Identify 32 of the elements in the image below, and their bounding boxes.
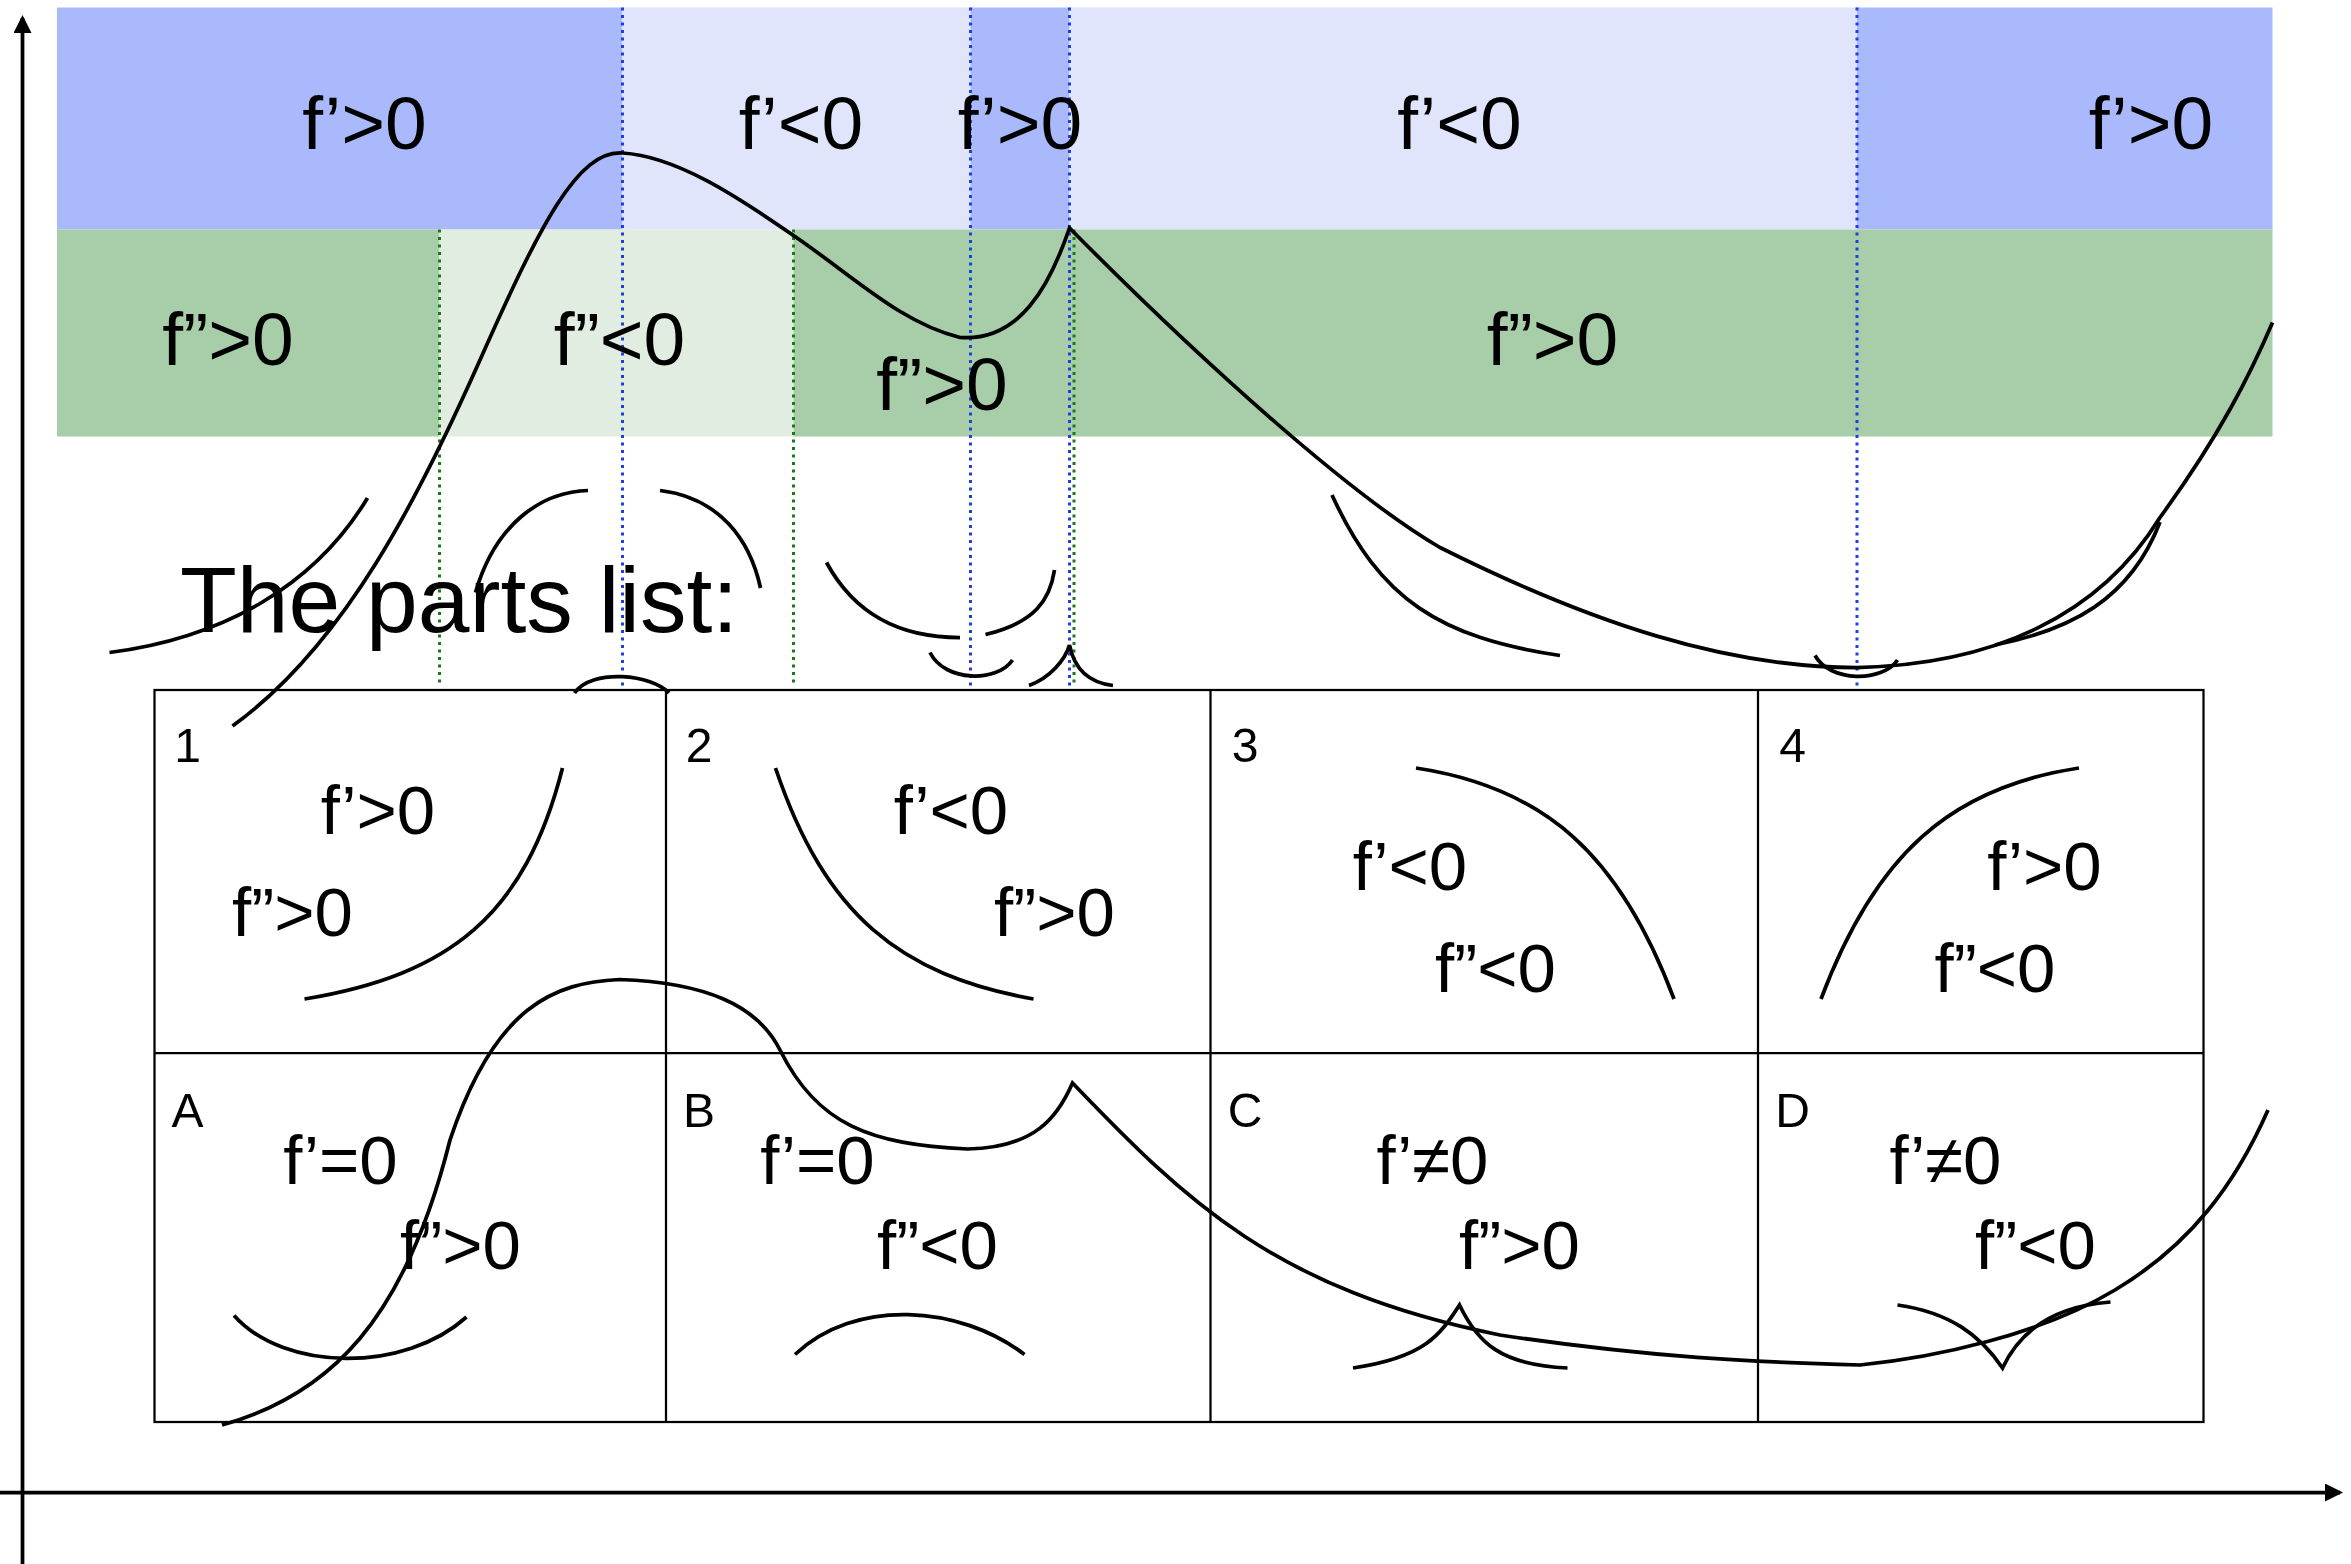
cell-number: A: [171, 1086, 204, 1134]
condition-label: f”<0: [1975, 1210, 2096, 1280]
condition-label: f”>0: [232, 877, 353, 947]
band-label: f’<0: [1397, 85, 1522, 161]
condition-label: f’>0: [320, 775, 436, 845]
condition-label: f”>0: [994, 877, 1115, 947]
condition-label: f”<0: [877, 1210, 998, 1280]
condition-label: f’=0: [283, 1125, 398, 1194]
condition-label: f’<0: [1352, 831, 1468, 900]
band-label: f’<0: [738, 85, 864, 161]
condition-label: f’≠0: [1376, 1125, 1489, 1194]
cell-number: 1: [174, 721, 201, 770]
cell-number: C: [1227, 1086, 1263, 1134]
condition-label: f’<0: [893, 775, 1009, 845]
condition-label: f”<0: [1934, 933, 2056, 1002]
condition-label: f’≠0: [1889, 1125, 2002, 1194]
band-label: f’>0: [302, 85, 427, 161]
band-label: f’>0: [2088, 85, 2214, 161]
cell-number: D: [1775, 1086, 1810, 1134]
band-label: f”<0: [553, 301, 686, 377]
cell-number: B: [683, 1086, 715, 1134]
band-label: f”>0: [162, 301, 294, 377]
condition-label: f’>0: [1987, 831, 2102, 900]
condition-label: f”<0: [1435, 933, 1556, 1002]
band-label: f”>0: [1486, 301, 1619, 377]
band-label: f’>0: [957, 85, 1083, 161]
band-label: f”>0: [876, 346, 1008, 422]
condition-label: f’=0: [760, 1125, 875, 1194]
cell-number: 3: [1231, 721, 1259, 770]
cell-number: 2: [685, 721, 713, 770]
condition-label: f”>0: [1459, 1210, 1580, 1280]
cell-number: 4: [1779, 721, 1806, 770]
